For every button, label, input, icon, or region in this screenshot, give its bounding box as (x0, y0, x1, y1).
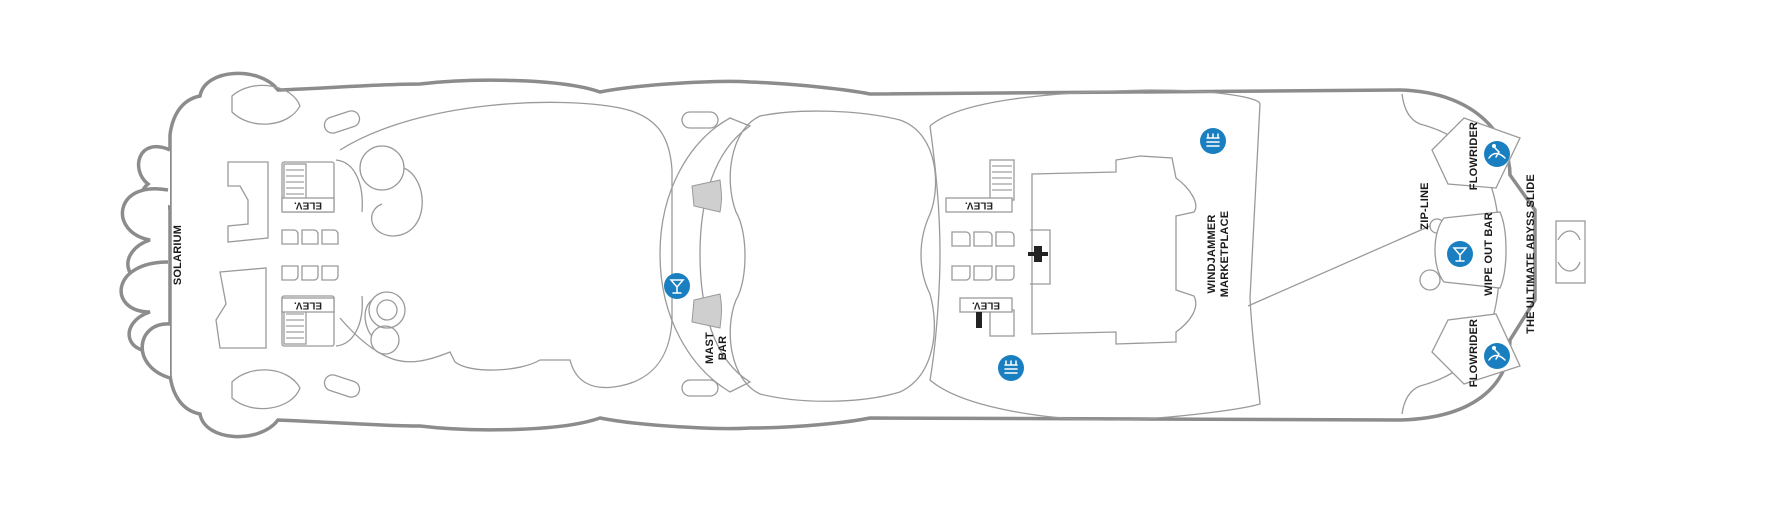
elevator-stern-bottom: ELEV. (281, 297, 335, 313)
windjammer-label-line1: WINDJAMMER (1206, 215, 1218, 294)
bar-icon[interactable] (1447, 241, 1473, 267)
bar-icon[interactable] (664, 273, 690, 299)
elevator-stern-top: ELEV. (281, 197, 335, 213)
solarium-label: SOLARIUM (172, 225, 184, 285)
stairs-forward (989, 159, 1015, 337)
stern-booths (281, 229, 339, 281)
dining-icon[interactable] (998, 355, 1024, 381)
flowrider-top-pool (1431, 117, 1521, 189)
mast-bar-label-line1: MAST (704, 332, 716, 364)
buffet-line (1030, 229, 1051, 285)
elevator-forward-top: ELEV. (945, 197, 1013, 213)
windjammer-zone (929, 89, 1261, 421)
slide-exit-icon (1557, 230, 1581, 272)
surf-icon[interactable] (1484, 141, 1510, 167)
stern-lobes (119, 145, 172, 380)
surf-icon[interactable] (1484, 343, 1510, 369)
windjammer-label-line2: MARKETPLACE (1219, 211, 1231, 298)
dining-icon[interactable] (1200, 128, 1226, 154)
abyss-slide-label: THE ULTIMATE ABYSS SLIDE (1525, 174, 1537, 334)
elevator-forward-bottom: ELEV. (959, 297, 1013, 313)
atrium-outline (729, 110, 937, 402)
loungers-stern (323, 110, 361, 398)
flowrider-bottom-label: FLOWRIDER (1468, 319, 1480, 387)
forward-booths (951, 231, 1015, 281)
wipe-out-bar-label: WIPE OUT BAR (1483, 212, 1495, 296)
loungers-mid (681, 111, 719, 397)
elevator-label: ELEV. (972, 299, 1000, 310)
elevator-label: ELEV. (294, 299, 322, 310)
pool-swirl (359, 145, 423, 355)
elevator-label: ELEV. (294, 199, 322, 210)
bow-platform (1555, 220, 1586, 284)
elevator-label: ELEV. (965, 199, 993, 210)
stern-pods (231, 84, 301, 410)
flowrider-top-label: FLOWRIDER (1468, 122, 1480, 190)
hull-outline (168, 71, 1537, 439)
mast-bar-label-line2: BAR (717, 336, 729, 360)
restroom-icon (976, 246, 1048, 328)
zip-line (1247, 225, 1431, 307)
pool-deck-outline (339, 101, 673, 389)
windjammer-marketplace-room (1031, 155, 1197, 345)
zip-line-label: ZIP-LINE (1419, 182, 1431, 229)
mast-bar-counters (691, 179, 722, 329)
